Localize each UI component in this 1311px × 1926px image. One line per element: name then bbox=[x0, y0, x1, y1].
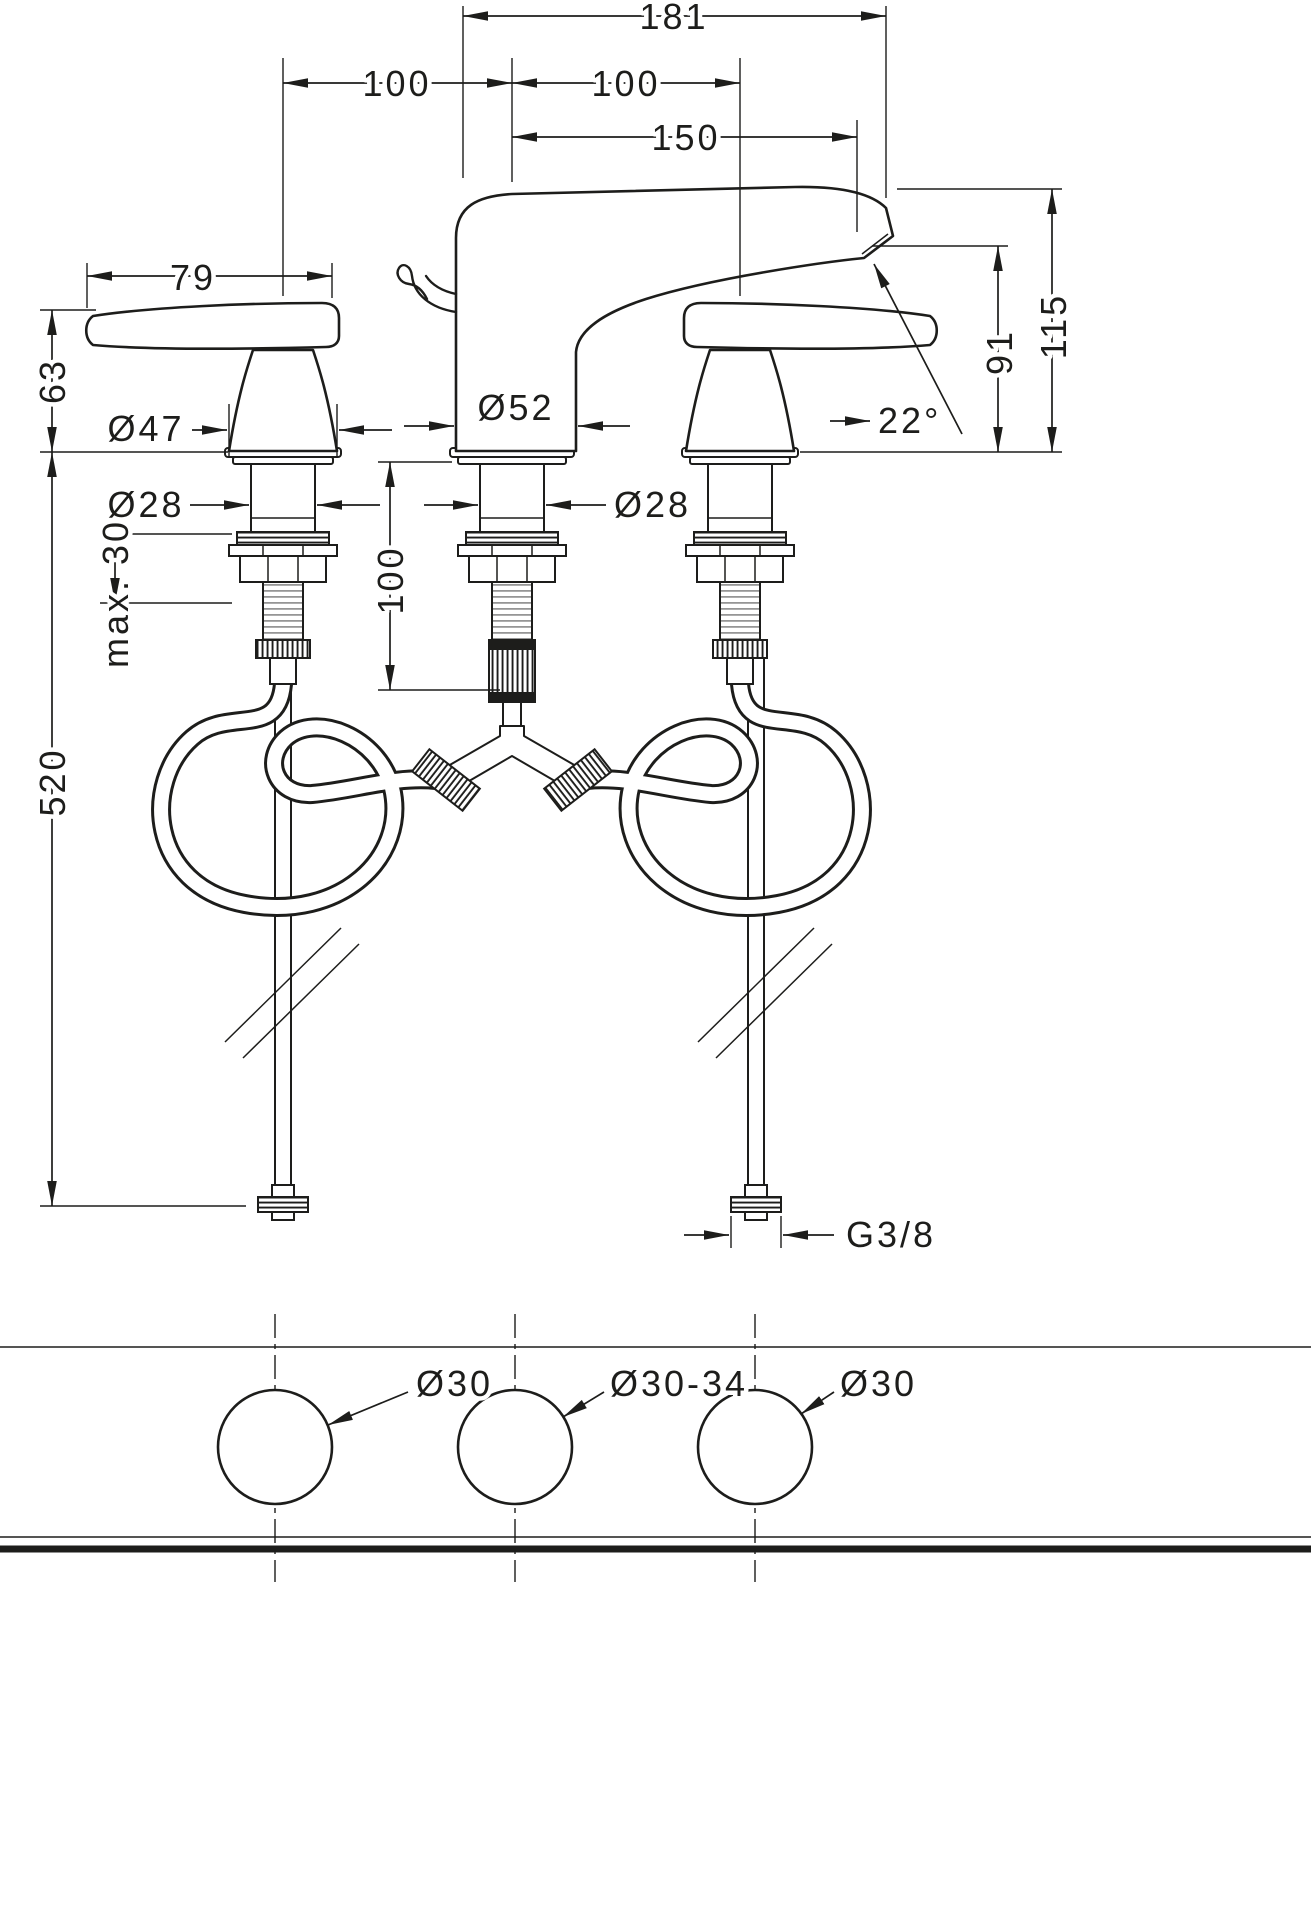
dim-hole-spacing: 100 100 bbox=[282, 58, 741, 296]
dim-hose-length: 520 bbox=[28, 452, 246, 1207]
hole-drilling-template: Ø30 Ø30-34 Ø30 bbox=[0, 1314, 1311, 1582]
dim-outlet-angle: 22° bbox=[830, 263, 963, 446]
mounting-hardware-right bbox=[681, 447, 799, 685]
dim-hose-length-label: 520 bbox=[32, 747, 73, 816]
supply-pipe-right bbox=[730, 654, 782, 1221]
dim-spout-reach-label: 150 bbox=[651, 117, 720, 158]
dim-spacing-left-label: 100 bbox=[362, 63, 431, 104]
dim-max-deck-thickness: max. 30 bbox=[91, 514, 232, 673]
dim-spout-height-label: 115 bbox=[1033, 293, 1074, 359]
hose-left bbox=[151, 674, 446, 917]
hole-center-label: Ø30-34 bbox=[610, 1363, 748, 1404]
spout bbox=[396, 185, 895, 453]
dim-handle-height-label: 63 bbox=[32, 358, 73, 404]
dim-spout-base-dia-label: Ø52 bbox=[477, 387, 554, 428]
hole-center-circle bbox=[456, 1388, 574, 1506]
y-connector bbox=[410, 725, 614, 813]
dim-handle-base-dia: Ø47 bbox=[103, 404, 392, 458]
dim-handle-length-label: 79 bbox=[170, 257, 216, 298]
dim-overall-reach-label: 181 bbox=[639, 0, 708, 37]
dim-handle-length: 79 bbox=[86, 253, 333, 308]
dim-shank-dia-center: Ø28 bbox=[424, 480, 693, 530]
dim-shank-length: 100 bbox=[366, 461, 500, 691]
dim-spacing-right-label: 100 bbox=[591, 63, 660, 104]
dim-overall-reach: 181 bbox=[462, 0, 887, 198]
dim-shank-length-label: 100 bbox=[370, 545, 411, 614]
mounting-hardware-center bbox=[449, 447, 575, 727]
dim-outlet-angle-label: 22° bbox=[878, 400, 941, 441]
dim-shank-dia-left: Ø28 bbox=[103, 480, 380, 530]
dim-shank-dia-left-label: Ø28 bbox=[107, 484, 184, 525]
drain-lever bbox=[396, 264, 458, 314]
dim-spout-height: 115 bbox=[800, 188, 1079, 453]
dim-max-deck-label: max. 30 bbox=[95, 519, 136, 668]
dim-handle-base-dia-label: Ø47 bbox=[107, 408, 184, 449]
handle-left bbox=[84, 301, 341, 453]
dim-spout-reach: 150 bbox=[512, 113, 858, 232]
hole-right-circle bbox=[696, 1388, 814, 1506]
mounting-hardware-left bbox=[224, 447, 342, 685]
pipe-break-marks bbox=[224, 927, 833, 1059]
dim-thread-label: G3/8 bbox=[846, 1214, 936, 1255]
hole-left-circle bbox=[216, 1388, 334, 1506]
dim-connection-thread: G3/8 bbox=[684, 1210, 938, 1260]
dim-outlet-height: 91 bbox=[872, 245, 1025, 452]
hose-right bbox=[577, 674, 872, 917]
hole-right-label: Ø30 bbox=[840, 1363, 917, 1404]
handle-right bbox=[682, 301, 939, 453]
dim-handle-height: 63 bbox=[28, 309, 228, 453]
dim-shank-dia-center-label: Ø28 bbox=[614, 484, 691, 525]
dim-spout-base-dia: Ø52 bbox=[404, 383, 630, 433]
dim-outlet-height-label: 91 bbox=[979, 329, 1020, 375]
hole-left-label: Ø30 bbox=[416, 1363, 493, 1404]
